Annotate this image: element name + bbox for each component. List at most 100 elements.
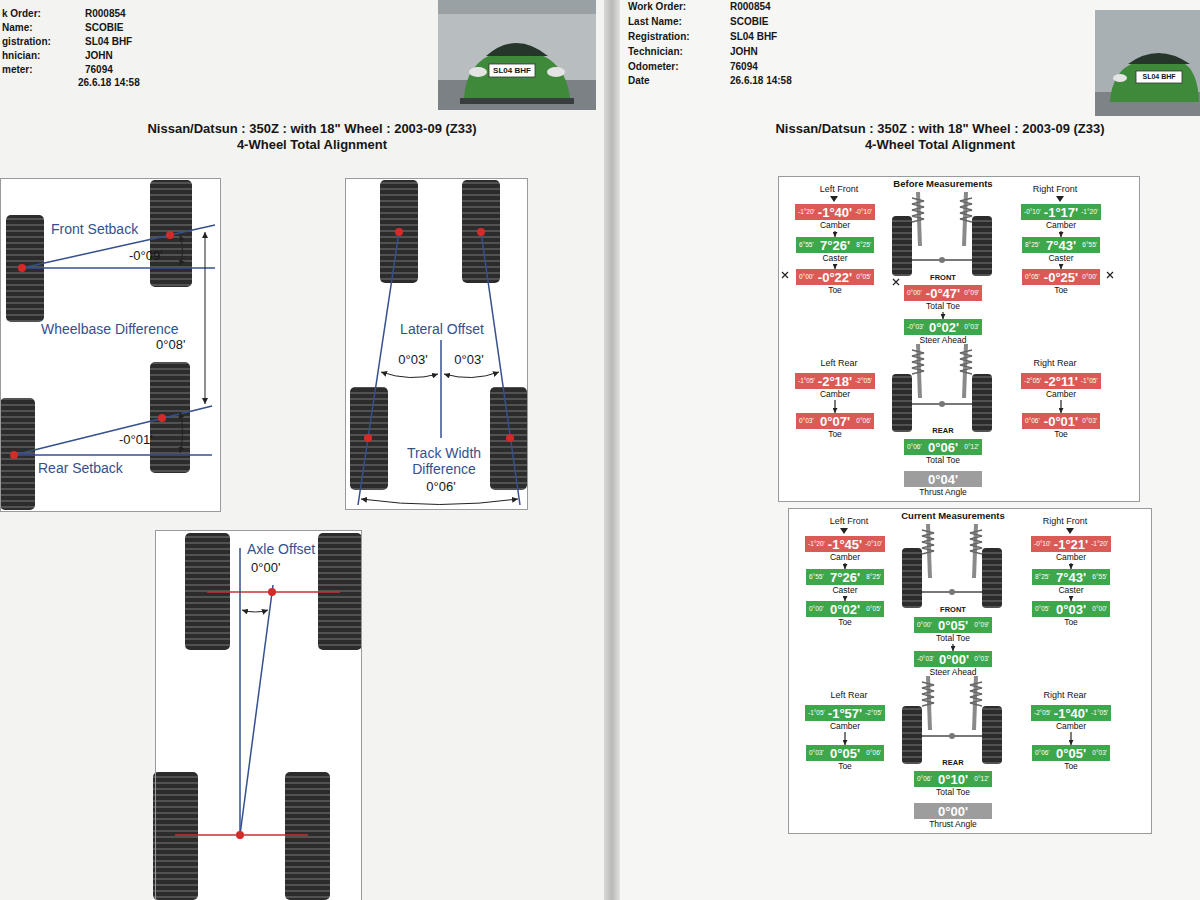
angle-value: 0°00' xyxy=(251,561,280,576)
measurement-band: -1°05'-2°18'-2°05' xyxy=(795,373,875,389)
measurement-box: 8°25'7°43'6°55'Caster xyxy=(1022,237,1100,264)
measurement-caption: Caster xyxy=(796,253,874,264)
measurement-box: 0°00'0°05'0°09'Total Toe xyxy=(914,617,992,644)
angle-value: 0°08' xyxy=(156,338,185,353)
before-panel-figure-part xyxy=(778,176,1140,502)
measurement-caption: Total Toe xyxy=(904,301,982,312)
measured-value: -1°17' xyxy=(1044,206,1078,219)
track-line xyxy=(358,232,399,505)
measurement-caption: Toe xyxy=(796,429,874,440)
field-name: Name: xyxy=(2,22,33,34)
measurement-box: 0°04'Thrust Angle xyxy=(904,471,982,498)
measurement-box: 0°00'-0°47'0°09'Total Toe xyxy=(904,285,982,312)
tire xyxy=(490,387,527,490)
measurement-box: 0°03'0°05'0°06'Toe xyxy=(806,745,884,772)
car-photo-part xyxy=(438,0,596,110)
tire xyxy=(153,772,198,900)
measurement-band: 6°55'7°26'8°25' xyxy=(806,569,884,585)
spec-limit: -1°20' xyxy=(798,209,815,216)
panel-heading: Before Measurements xyxy=(893,179,992,190)
page-title: Nissan/Datsun : 350Z : with 18" Wheel : … xyxy=(775,122,1104,137)
field-value: 26.6.18 14:58 xyxy=(78,77,140,89)
wheel-center xyxy=(18,264,26,272)
measured-value: 0°02' xyxy=(830,603,860,616)
spec-limit: 6°55' xyxy=(1092,574,1107,581)
measurement-caption: Toe xyxy=(1032,761,1110,772)
pointer-arrow xyxy=(840,528,848,534)
diagram-label: Axle Offset xyxy=(247,541,315,557)
wheel-label: Right Rear xyxy=(1043,690,1086,700)
tire xyxy=(150,180,192,287)
field-name: Registration: xyxy=(628,31,690,43)
spec-limit: 0°12' xyxy=(974,776,989,783)
wheel-center xyxy=(477,228,485,236)
center-line xyxy=(440,340,442,438)
flow-arrow xyxy=(1060,400,1061,413)
dimension-line xyxy=(205,232,206,404)
measurement-band: 8°25'7°43'6°55' xyxy=(1022,237,1100,253)
field-name: hnician: xyxy=(2,50,40,62)
measured-value: 0°02' xyxy=(929,321,959,334)
measurement-band: 0°03'0°05'0°06' xyxy=(806,745,884,761)
diagram-label: Wheelbase Difference xyxy=(41,321,178,337)
diagram-label: Lateral Offset xyxy=(400,321,484,337)
spec-limit: -1°05' xyxy=(798,378,815,385)
measurement-caption: Camber xyxy=(805,721,885,732)
page-subtitle: 4-Wheel Total Alignment xyxy=(237,138,387,153)
angle-arc xyxy=(444,372,499,378)
spec-limit: 0°00' xyxy=(799,274,814,281)
field-value: SCOBIE xyxy=(730,16,768,28)
measurement-box: 0°00'0°02'0°05'Toe xyxy=(806,601,884,628)
field-name: gistration: xyxy=(2,36,51,48)
spec-limit: 0°06' xyxy=(856,418,871,425)
axle-label: REAR xyxy=(932,427,953,436)
spec-limit: 0°00' xyxy=(907,290,922,297)
measurement-box: -0°03'0°00'0°03'Steer Ahead xyxy=(914,651,992,678)
measured-value: -1°45' xyxy=(828,538,862,551)
angle-arc xyxy=(381,372,438,378)
measurement-box: -2°05'-2°11'-1°05'Camber xyxy=(1021,373,1100,400)
measurement-box: 0°00'Thrust Angle xyxy=(914,803,992,830)
spec-limit: 0°03' xyxy=(799,418,814,425)
wheel-label: Right Rear xyxy=(1033,358,1076,368)
measurement-band: 0°00' 0°05' 0°09' xyxy=(914,617,992,633)
measurement-box: 0°05'0°03'0°00'Toe xyxy=(1032,601,1110,628)
field-name: meter: xyxy=(2,64,33,76)
spec-limit: 0°03' xyxy=(1082,418,1097,425)
spec-limit: 0°09' xyxy=(964,290,979,297)
measurement-caption: Camber xyxy=(1031,721,1111,732)
measurement-band: -2°05'-1°40'-1°05' xyxy=(1031,705,1111,721)
measured-value: 0°05' xyxy=(830,747,860,760)
measured-value: 0°05' xyxy=(938,619,968,632)
reference-line xyxy=(239,548,241,835)
spec-limit: 0°05' xyxy=(1035,606,1050,613)
spec-limit: 0°00' xyxy=(809,606,824,613)
lateral-offset-diagram-part xyxy=(345,178,528,510)
measured-value: 7°43' xyxy=(1046,239,1076,252)
car-photo-part xyxy=(547,67,565,77)
wheel-label: Left Front xyxy=(820,184,859,194)
car-photo-part xyxy=(486,43,548,56)
measurement-caption: Caster xyxy=(1032,585,1110,596)
spec-limit: -0°10' xyxy=(1024,209,1041,216)
axle-center xyxy=(268,588,276,596)
spec-limit: 0°00' xyxy=(917,622,932,629)
measurement-box: -2°05'-1°40'-1°05'Camber xyxy=(1031,705,1111,732)
tire xyxy=(350,387,388,490)
wheel-label: Left Rear xyxy=(830,690,867,700)
diagram-label: Rear Setback xyxy=(38,460,123,476)
measurement-band: 8°25'7°43'6°55' xyxy=(1032,569,1110,585)
measurement-box: 0°06'0°10'0°12'Total Toe xyxy=(914,771,992,798)
measured-value: 0°06' xyxy=(928,441,958,454)
measured-value: 7°26' xyxy=(820,239,850,252)
measurement-box: 0°00'-0°22'0°05'Toe xyxy=(796,269,874,296)
wheel-label: Left Rear xyxy=(820,358,857,368)
measurement-band: -0°10'-1°17'-1°20' xyxy=(1021,204,1101,220)
plate-text: SL04 BHF xyxy=(493,66,531,75)
spec-limit: 0°09' xyxy=(974,622,989,629)
field-name: Last Name: xyxy=(628,16,682,28)
spec-limit: -0°10' xyxy=(1034,541,1051,548)
wheel-label: Right Front xyxy=(1043,516,1088,526)
field-name: Odometer: xyxy=(628,61,679,73)
car-photo xyxy=(1095,10,1200,116)
